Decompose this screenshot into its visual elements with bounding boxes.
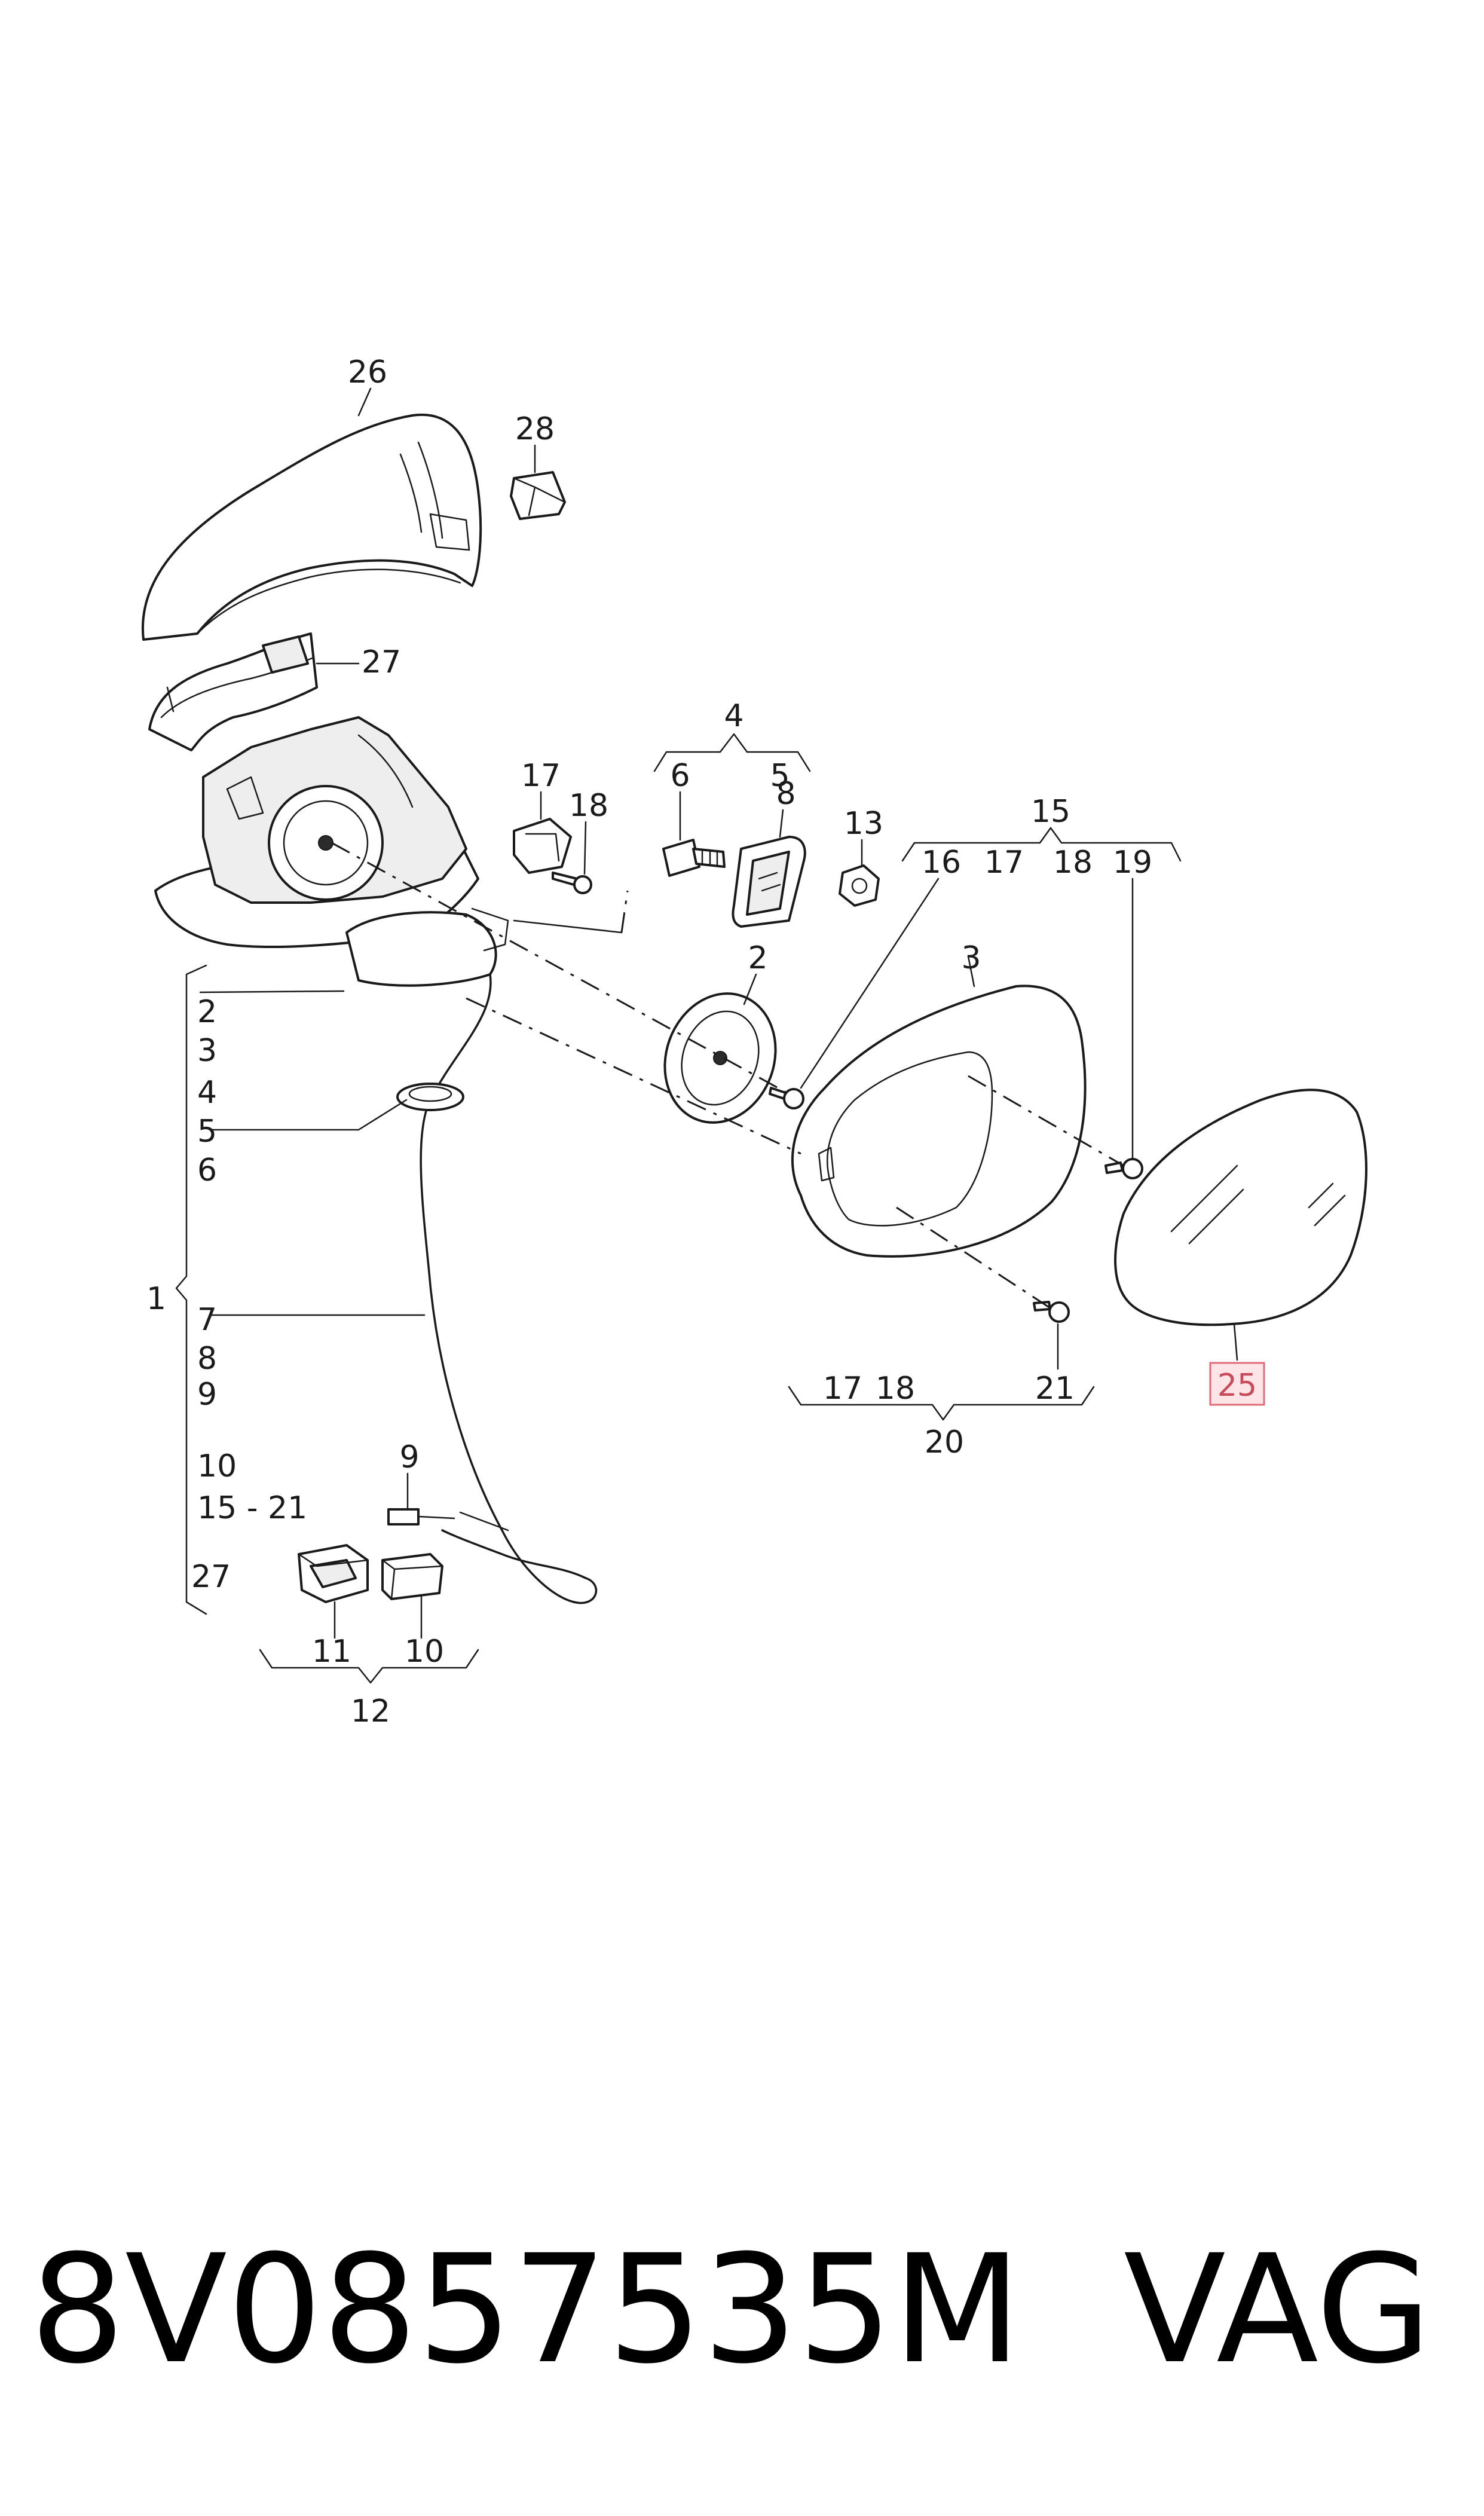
part-27-turn-signal <box>148 632 318 751</box>
part-3-mirror-frame <box>791 985 1087 1258</box>
label-17-right: 17 <box>984 845 1024 881</box>
list-2: 2 <box>197 994 217 1030</box>
part-10-plug <box>381 1553 443 1600</box>
bracket-15 <box>901 827 1182 862</box>
wiring-harness <box>396 973 598 1604</box>
part-6-bolt <box>662 839 726 877</box>
label-20: 20 <box>925 1424 964 1460</box>
label-18-right: 18 <box>1053 845 1093 881</box>
list-1: 1 <box>146 1281 166 1317</box>
part-25-mirror-glass <box>1114 1089 1368 1326</box>
part-17-clip-top <box>513 818 572 874</box>
label-9: 9 <box>399 1439 419 1475</box>
label-4: 4 <box>724 698 743 734</box>
part-2-adapter-plate <box>663 992 777 1124</box>
part-16-screw <box>769 1087 804 1109</box>
label-12: 12 <box>351 1693 390 1729</box>
label-15: 15 <box>1031 794 1070 830</box>
label-21: 21 <box>1035 1371 1075 1407</box>
part-26-mirror-cap <box>142 413 482 641</box>
label-8: 8 <box>776 776 795 812</box>
label-6: 6 <box>670 758 690 794</box>
brace-1 <box>175 964 207 1615</box>
list-27: 27 <box>191 1559 231 1595</box>
label-17-bottom: 17 <box>823 1371 862 1407</box>
part-number: 8V0857535M <box>30 2222 1021 2396</box>
bracket-20 <box>788 1386 1095 1421</box>
bracket-4 <box>653 733 811 772</box>
label-28: 28 <box>515 411 555 447</box>
label-19: 19 <box>1113 845 1152 881</box>
list-8: 8 <box>197 1341 217 1377</box>
label-10: 10 <box>405 1634 444 1670</box>
list-6: 6 <box>197 1152 217 1188</box>
label-13: 13 <box>844 806 883 842</box>
part-9-connector <box>387 1508 455 1526</box>
label-2-part: 2 <box>748 940 767 976</box>
brand-name: VAG <box>1124 2222 1431 2396</box>
label-11: 11 <box>312 1634 351 1670</box>
label-26: 26 <box>348 354 387 390</box>
part-28-clip <box>510 471 566 520</box>
part-19-screw <box>1104 1158 1143 1179</box>
list-9: 9 <box>197 1377 217 1413</box>
label-17-top: 17 <box>521 758 561 794</box>
list-7: 7 <box>197 1302 217 1338</box>
label-25: 25 <box>1217 1368 1257 1404</box>
mirror-housing-base <box>154 716 509 987</box>
label-3-part: 3 <box>961 940 981 976</box>
list-10: 10 <box>197 1448 237 1484</box>
label-27: 27 <box>362 644 401 680</box>
part-11-connector-housing <box>298 1544 369 1603</box>
label-18-bottom: 18 <box>876 1371 915 1407</box>
list-15-21: 15 - 21 <box>197 1490 307 1526</box>
label-16: 16 <box>922 845 961 881</box>
label-25-highlight <box>1209 1362 1265 1406</box>
label-5: 5 <box>770 758 790 794</box>
label-18-top: 18 <box>569 788 608 824</box>
list-3: 3 <box>197 1033 217 1069</box>
part-13-nut <box>839 864 880 907</box>
list-4: 4 <box>197 1075 217 1111</box>
list-5: 5 <box>197 1114 217 1150</box>
part-8-adjuster-unit <box>732 836 806 928</box>
part-18-screw-top <box>552 872 592 894</box>
bracket-12 <box>259 1649 479 1684</box>
part-21-screw <box>1033 1301 1070 1323</box>
